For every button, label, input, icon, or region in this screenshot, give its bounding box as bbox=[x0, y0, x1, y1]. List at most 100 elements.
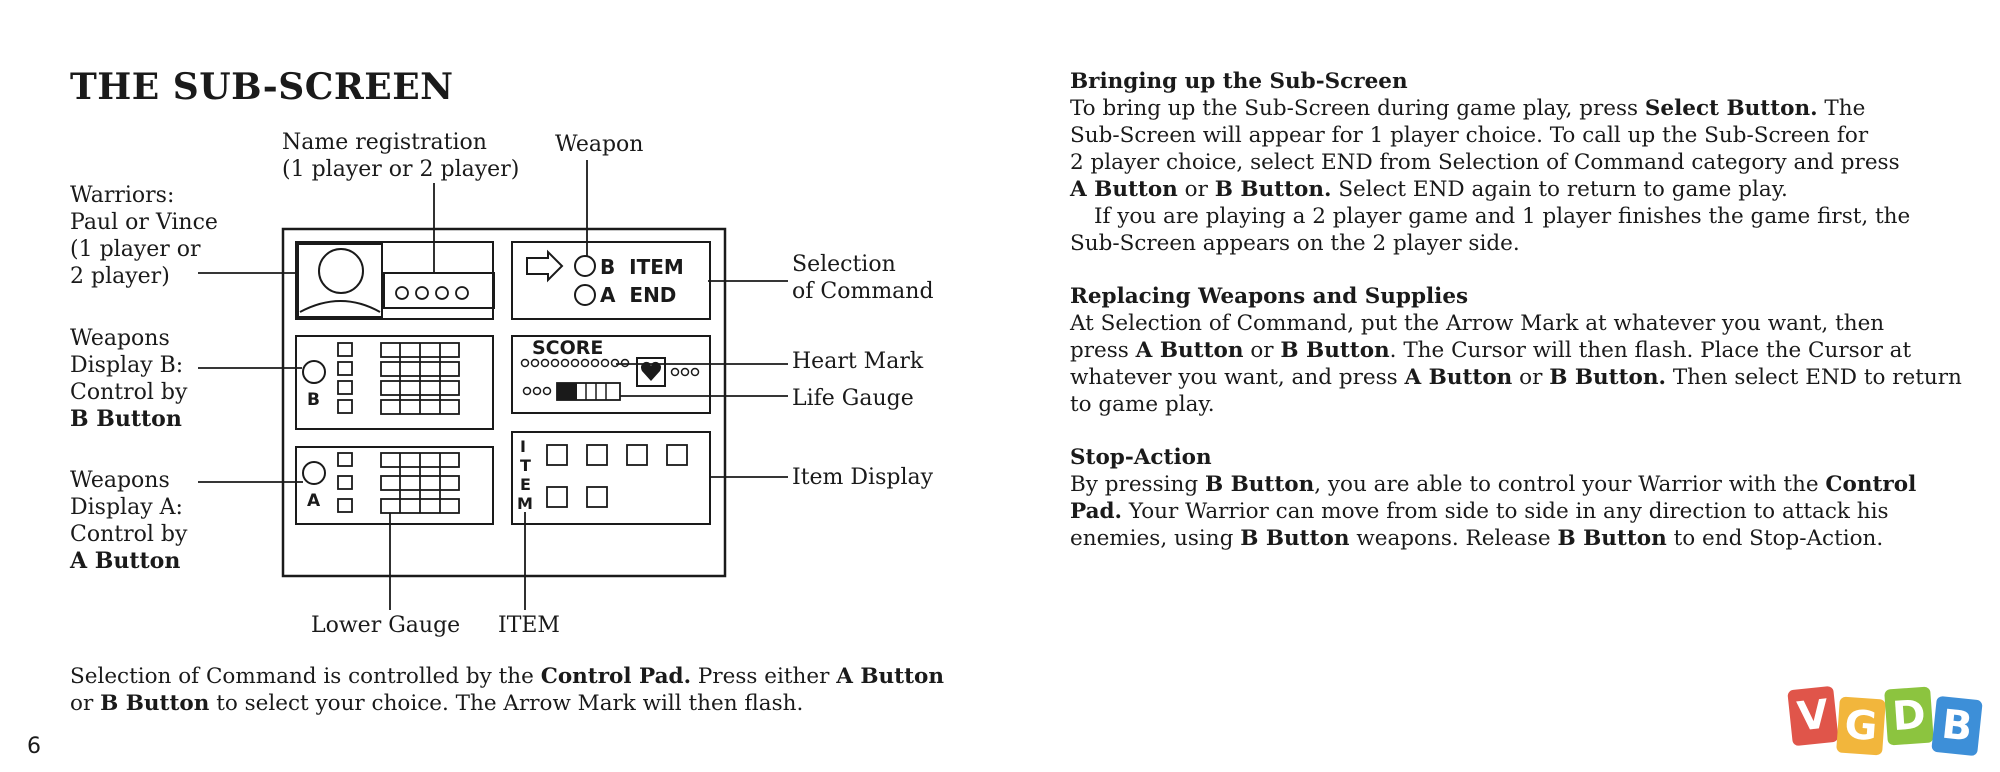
lower-gauge-callout: Lower Gauge bbox=[311, 613, 461, 638]
weapons-a-callout: Weapons Display A: Control by A Button bbox=[70, 467, 187, 575]
body-line: By pressing B Button, you are able to co… bbox=[1070, 471, 1970, 498]
weapons-b-callout: Weapons Display B: Control by B Button bbox=[70, 325, 187, 433]
life-circles bbox=[522, 386, 552, 396]
weapons-b-letter: B bbox=[307, 390, 320, 410]
section-replacing: Replacing Weapons and Supplies At Select… bbox=[1070, 283, 1970, 418]
warrior-portrait-icon bbox=[299, 248, 381, 313]
bold-run: B Button bbox=[1204, 472, 1315, 497]
body-line: whatever you want, and press A Button or… bbox=[1070, 364, 1970, 391]
selection-callout: Selection of Command bbox=[792, 251, 934, 305]
weapons-a-slots bbox=[337, 452, 460, 514]
weapon-b-circle-icon bbox=[302, 360, 326, 384]
callout-line: B Button bbox=[70, 406, 182, 432]
body-line: enemies, using B Button weapons. Release… bbox=[1070, 525, 1970, 552]
section-heading: Replacing Weapons and Supplies bbox=[1070, 284, 1469, 309]
section-heading: Stop-Action bbox=[1070, 445, 1212, 470]
heart-box bbox=[636, 357, 666, 387]
item-letter: I bbox=[520, 437, 526, 456]
body-line: to game play. bbox=[1070, 392, 1215, 417]
weapons-a-panel bbox=[295, 446, 494, 525]
page-title: THE SUB-SCREEN bbox=[70, 66, 454, 108]
warriors-callout: Warriors: Paul or Vince (1 player or 2 p… bbox=[70, 182, 218, 290]
diagram-frame bbox=[281, 227, 727, 578]
text-run: to select your choice. The Arrow Mark wi… bbox=[209, 691, 804, 716]
bold-run: B Button. bbox=[1214, 177, 1332, 202]
item-letter: M bbox=[517, 494, 533, 513]
heart-mark-callout: Heart Mark bbox=[792, 349, 924, 374]
weapon-callout: Weapon bbox=[555, 132, 644, 157]
body-line: 2 player choice, select END from Selecti… bbox=[1070, 150, 1900, 175]
bold-run: B Button bbox=[1240, 526, 1350, 551]
bold-run: A Button bbox=[1404, 365, 1513, 390]
body-line: Sub-Screen appears on the 2 player side. bbox=[1070, 231, 1520, 256]
body-line: At Selection of Command, put the Arrow M… bbox=[1070, 311, 1885, 336]
callout-line: Name registration bbox=[282, 130, 487, 155]
callout-line: Paul or Vince bbox=[70, 210, 218, 235]
body-line: press A Button or B Button. The Cursor w… bbox=[1070, 337, 1970, 364]
section-body: By pressing B Button, you are able to co… bbox=[1070, 471, 1970, 552]
item-letter: E bbox=[520, 475, 531, 494]
callout-line: Control by bbox=[70, 522, 188, 547]
footer-line-2: or B Button to select your choice. The A… bbox=[70, 690, 950, 717]
text-run: Then select END to return bbox=[1665, 365, 1962, 390]
bold-run: B Button bbox=[100, 691, 210, 716]
cmd-b-item: B ITEM bbox=[600, 255, 684, 279]
callout-leaders bbox=[198, 160, 788, 610]
callout-line: Selection bbox=[792, 252, 896, 277]
text-run: weapons. Release bbox=[1349, 526, 1558, 551]
section-bringing-up: Bringing up the Sub-Screen To bring up t… bbox=[1070, 68, 1970, 257]
cmd-a-end: A END bbox=[600, 283, 676, 307]
bold-run: Select Button. bbox=[1644, 96, 1818, 121]
text-run: , you are able to control your Warrior w… bbox=[1314, 472, 1826, 497]
command-panel bbox=[511, 241, 711, 320]
score-circles bbox=[520, 358, 630, 368]
section-body: To bring up the Sub-Screen during game p… bbox=[1070, 95, 1970, 257]
text-run: or bbox=[70, 691, 101, 716]
body-line: Pad. Your Warrior can move from side to … bbox=[1070, 498, 1970, 525]
name-box bbox=[383, 272, 495, 309]
text-run: To bring up the Sub-Screen during game p… bbox=[1070, 96, 1645, 121]
logo-letter-g: G bbox=[1836, 696, 1886, 756]
life-gauge-ticks bbox=[585, 383, 607, 400]
item-letter: T bbox=[520, 456, 531, 475]
score-label: SCORE bbox=[532, 337, 603, 359]
vgdb-logo: V G D B bbox=[1787, 685, 1990, 768]
callout-line: A Button bbox=[70, 548, 181, 574]
item-display-callout: Item Display bbox=[792, 465, 934, 490]
text-run: . The Cursor will then flash. Place the … bbox=[1389, 338, 1912, 363]
callout-line: (1 player or 2 player) bbox=[282, 157, 520, 182]
page-number-left: 6 bbox=[27, 734, 41, 759]
body-line: If you are playing a 2 player game and 1… bbox=[1094, 204, 1911, 229]
section-stop-action: Stop-Action By pressing B Button, you ar… bbox=[1070, 444, 1970, 552]
bold-run: A Button bbox=[836, 664, 945, 689]
footer-line-1: Selection of Command is controlled by th… bbox=[70, 663, 950, 690]
bold-run: Control bbox=[1825, 472, 1917, 497]
left-footer-paragraph: Selection of Command is controlled by th… bbox=[70, 663, 950, 717]
section-body: At Selection of Command, put the Arrow M… bbox=[1070, 310, 1970, 418]
text-run: whatever you want, and press bbox=[1070, 365, 1405, 390]
sub-screen-diagram: B ITEM A END B SCORE A I T bbox=[198, 160, 788, 610]
text-run: Your Warrior can move from side to side … bbox=[1122, 499, 1889, 524]
name-registration-callout: Name registration (1 player or 2 player) bbox=[282, 129, 519, 183]
b-circle-icon bbox=[574, 255, 596, 277]
bold-run: Pad. bbox=[1070, 499, 1123, 524]
body-line: To bring up the Sub-Screen during game p… bbox=[1070, 95, 1970, 122]
bold-run: A Button bbox=[1070, 177, 1178, 202]
callout-line: Display A: bbox=[70, 495, 183, 520]
bold-run: B Button bbox=[1280, 338, 1390, 363]
name-circles bbox=[395, 286, 469, 300]
text-run: Selection of Command is controlled by th… bbox=[70, 664, 541, 689]
bold-run: B Button bbox=[1557, 526, 1667, 551]
bold-run: B Button. bbox=[1549, 365, 1666, 390]
item-panel bbox=[511, 431, 711, 525]
text-run: press bbox=[1070, 338, 1136, 363]
life-gauge-fill bbox=[557, 383, 577, 400]
text-run: enemies, using bbox=[1070, 526, 1241, 551]
callout-line: Display B: bbox=[70, 353, 184, 378]
callout-line: of Command bbox=[792, 279, 934, 304]
text-run: The bbox=[1817, 96, 1866, 121]
text-run: or bbox=[1243, 338, 1281, 363]
item-callout: ITEM bbox=[498, 613, 560, 638]
callout-line: Weapons bbox=[70, 326, 170, 351]
a-circle-icon bbox=[574, 284, 596, 306]
